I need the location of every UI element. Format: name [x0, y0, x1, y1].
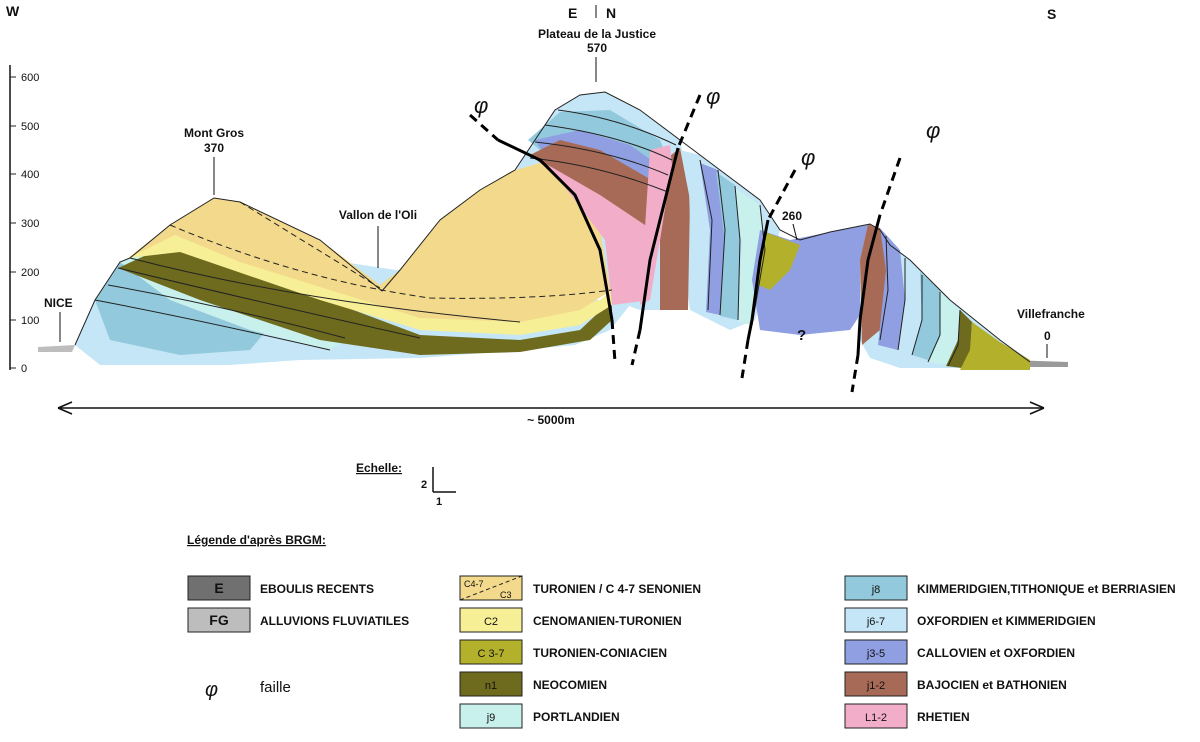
legend-label-c4-7: TURONIEN / C 4-7 SENONIEN: [533, 582, 701, 596]
legend-code-e: E: [214, 580, 223, 596]
legend-item-l1-2: L1-2 RHETIEN: [844, 703, 970, 729]
fault-symbol-3: φ: [801, 145, 815, 170]
mont-gros-name: Mont Gros: [184, 126, 244, 140]
legend-label-fg: ALLUVIONS FLUVIATILES: [260, 614, 409, 628]
legend-item-c3-7: C 3-7 TURONIEN-CONIACIEN: [459, 639, 667, 665]
plateau-altitude: 570: [587, 41, 607, 55]
axis-tick-500: 500: [21, 121, 39, 133]
legend-item-c4-7: C4-7 C3 TURONIEN / C 4-7 SENONIEN: [459, 575, 701, 601]
nice-label: NICE: [44, 296, 73, 310]
layer-east-c3-7: [960, 322, 1030, 370]
legend-item-j3-5: j3-5 CALLOVIEN et OXFORDIEN: [844, 639, 1075, 665]
layer-mid-j3-5: [700, 163, 725, 315]
legend-label-e: EBOULIS RECENTS: [260, 582, 374, 596]
legend-label-faille: faille: [260, 679, 291, 696]
compass-south: S: [1047, 6, 1056, 22]
unknown-marker: ?: [797, 327, 806, 344]
faults: [469, 94, 902, 393]
legend-item-fg: FG ALLUVIONS FLUVIATILES: [187, 607, 409, 633]
villefranche-name: Villefranche: [1017, 307, 1085, 321]
layer-east-j9: [928, 292, 960, 365]
legend-code-j9: j9: [486, 712, 496, 724]
legend-label-j1-2: BAJOCIEN et BATHONIEN: [917, 678, 1067, 692]
compass-west: W: [6, 3, 20, 19]
axis-tick-300: 300: [21, 218, 39, 230]
legend-code-j3-5: j3-5: [866, 648, 885, 660]
layer-east-j6-7: [898, 258, 922, 352]
distance-label: ~ 5000m: [527, 413, 575, 427]
legend-item-j8: j8 KIMMERIDGIEN,TITHONIQUE et BERRIASIEN: [844, 575, 1176, 601]
scale-vertical-value: 2: [421, 479, 427, 491]
layer-east-j3-5: [878, 228, 905, 350]
legend-code-fg: FG: [209, 612, 229, 628]
fault-symbol-1: φ: [474, 93, 488, 118]
legend-label-c3-7: TURONIEN-CONIACIEN: [533, 646, 667, 660]
legend-fault-symbol: φ: [205, 679, 218, 701]
layer-c4-7: [128, 160, 612, 322]
compass-east: E: [568, 5, 577, 21]
legend-item-j6-7: j6-7 OXFORDIEN et KIMMERIDGIEN: [844, 607, 1096, 633]
peak-260-label: 260: [782, 209, 802, 223]
legend-label-j9: PORTLANDIEN: [533, 710, 620, 724]
compass-north: N: [606, 5, 616, 21]
scale-label: Echelle:: [356, 461, 402, 475]
legend-label-n1: NEOCOMIEN: [533, 678, 607, 692]
legend-item-n1: n1 NEOCOMIEN: [459, 671, 607, 697]
section-layers: [38, 92, 1068, 370]
axis-tick-200: 200: [21, 267, 39, 279]
legend-item-c2: C2 CENOMANIEN-TURONIEN: [459, 607, 682, 633]
axis-tick-0: 0: [21, 363, 27, 375]
mont-gros-altitude: 370: [204, 141, 224, 155]
legend-item-j1-2: j1-2 BAJOCIEN et BATHONIEN: [844, 671, 1067, 697]
legend-label-c2: CENOMANIEN-TURONIEN: [533, 614, 682, 628]
axis-tick-400: 400: [21, 169, 39, 181]
fault-symbol-4: φ: [926, 118, 940, 143]
legend-label-j6-7: OXFORDIEN et KIMMERIDGIEN: [917, 614, 1096, 628]
distance-arrow: [57, 401, 1045, 415]
layer-east-j8: [912, 272, 940, 360]
legend-label-j8: KIMMERIDGIEN,TITHONIQUE et BERRIASIEN: [917, 582, 1176, 596]
axis-tick-600: 600: [21, 72, 39, 84]
legend-code-c4-7-top: C4-7: [464, 579, 484, 589]
scale-horizontal-value: 1: [436, 496, 442, 508]
legend-code-c3-7: C 3-7: [478, 648, 505, 660]
legend-item-j9: j9 PORTLANDIEN: [459, 703, 620, 729]
bedding-lines: [74, 91, 1031, 367]
altitude-axis: 600 500 400 300 200 100 0: [9, 65, 39, 375]
legend-code-c2: C2: [484, 616, 498, 628]
legend-title: Légende d'après BRGM:: [187, 533, 326, 547]
layer-sync-c3-7: [758, 232, 800, 290]
legend-code-j8: j8: [871, 584, 881, 596]
layer-east-j1-2: [860, 224, 888, 345]
villefranche-altitude: 0: [1044, 329, 1051, 343]
legend-item-e: E EBOULIS RECENTS: [187, 575, 374, 601]
legend-code-j6-7: j6-7: [866, 616, 885, 628]
legend-label-l1-2: RHETIEN: [917, 710, 970, 724]
layer-fg-nice: [38, 345, 75, 352]
layer-east-n1: [946, 310, 972, 368]
legend-label-j3-5: CALLOVIEN et OXFORDIEN: [917, 646, 1075, 660]
plateau-name: Plateau de la Justice: [538, 27, 656, 41]
axis-tick-100: 100: [21, 315, 39, 327]
legend-code-c4-7-bottom: C3: [500, 590, 512, 600]
legend-code-j1-2: j1-2: [866, 680, 885, 692]
fault-symbol-2: φ: [706, 84, 720, 109]
vallon-label: Vallon de l'Oli: [339, 208, 417, 222]
legend-item-faille: φ faille: [205, 679, 291, 701]
legend-code-l1-2: L1-2: [865, 712, 887, 724]
legend-code-n1: n1: [485, 680, 497, 692]
